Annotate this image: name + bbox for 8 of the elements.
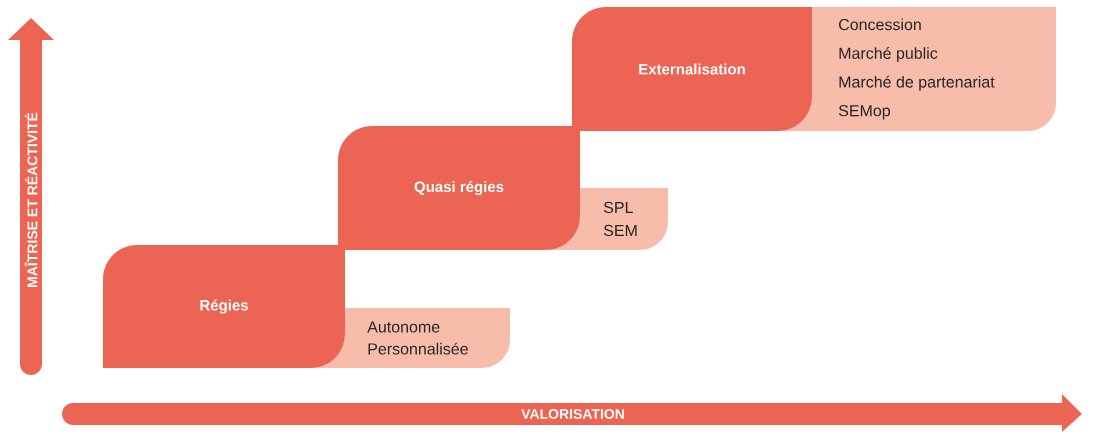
step-block: Quasi régies [338,126,580,250]
axis-label: VALORISATION [521,409,624,419]
option-panel: Autonome Personnalisée [311,308,510,368]
step-block: Régies [103,245,345,368]
axis-label: MAÎTRISE ET RÉACTIVITÉ [24,112,38,287]
step-block: Externalisation [572,7,812,131]
option-panel: Concession Marché public Marché de partenariat SEMop [778,7,1056,131]
option-panel: SPL SEM [546,188,668,250]
